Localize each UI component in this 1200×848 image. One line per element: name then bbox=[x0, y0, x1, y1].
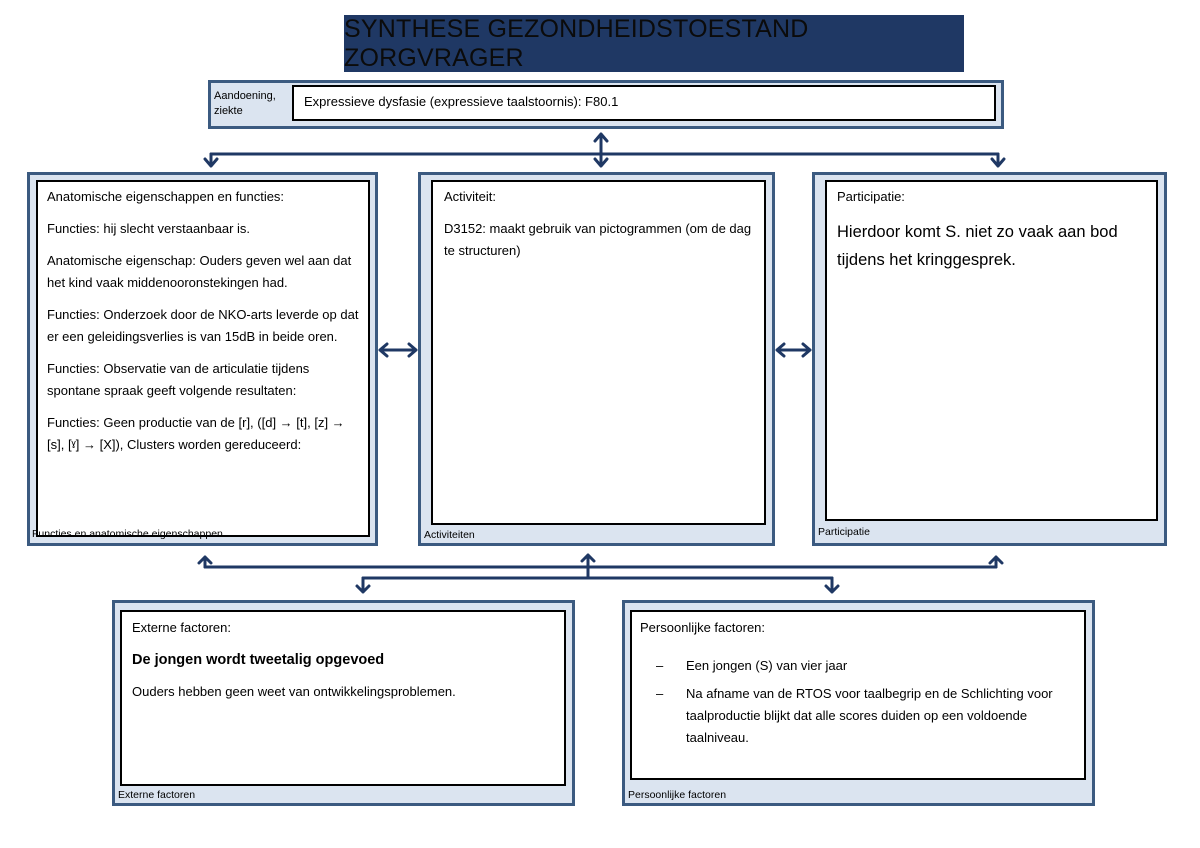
functions-paragraph: Functies: Geen productie van de [r], ([d… bbox=[47, 415, 345, 452]
arrow-up-left bbox=[197, 555, 213, 569]
functions-paragraph: Anatomische eigenschap: Ouders geven wel… bbox=[47, 253, 352, 290]
personal-factors-heading: Persoonlijke factoren: bbox=[640, 620, 766, 635]
functions-text: Anatomische eigenschappen en functies: F… bbox=[47, 186, 365, 456]
external-factors-content bbox=[120, 610, 566, 786]
arrow-up-right bbox=[988, 555, 1004, 569]
lower-connector-line bbox=[361, 565, 834, 580]
title-banner: SYNTHESE GEZONDHEIDSTOESTAND ZORGVRAGER bbox=[344, 15, 964, 72]
external-factors-bold: De jongen wordt tweetalig opgevoed bbox=[132, 652, 385, 668]
external-factors-text: Externe factoren: De jongen wordt tweeta… bbox=[132, 617, 557, 713]
functions-paragraph: Functies: Onderzoek door de NKO-arts lev… bbox=[47, 307, 359, 344]
arrow-down-left bbox=[203, 152, 219, 168]
personal-factors-text: Persoonlijke factoren: – Een jongen (S) … bbox=[640, 617, 1076, 755]
activities-heading: Activiteit: bbox=[444, 189, 497, 204]
functions-footer: Functies en anatomische eigenschappen bbox=[32, 528, 223, 540]
external-factors-heading: Externe factoren: bbox=[132, 620, 231, 635]
arrow-double-activities-participation bbox=[775, 342, 812, 358]
condition-value-box: Expressieve dysfasie (expressieve taalst… bbox=[292, 85, 996, 121]
activities-text: Activiteit: D3152: maakt gebruik van pic… bbox=[444, 186, 756, 272]
list-item: – Na afname van de RTOS voor taalbegrip … bbox=[640, 683, 1076, 749]
functions-content bbox=[36, 180, 370, 537]
arrow-up-center bbox=[580, 553, 596, 569]
participation-description: Hierdoor komt S. niet zo vaak aan bod ti… bbox=[837, 223, 1118, 269]
dash-bullet: – bbox=[656, 686, 664, 701]
arrow-double-functions-activities bbox=[378, 342, 418, 358]
arrow-down-personal bbox=[824, 576, 840, 594]
functions-paragraph: Functies: hij slecht verstaanbaar is. bbox=[47, 221, 251, 236]
personal-factors-footer: Persoonlijke factoren bbox=[628, 789, 727, 801]
personal-factors-list: – Een jongen (S) van vier jaar – Na afna… bbox=[640, 655, 1076, 749]
list-item-text: Een jongen (S) van vier jaar bbox=[686, 658, 848, 673]
dash-bullet: – bbox=[656, 658, 664, 673]
activities-content bbox=[431, 180, 766, 525]
external-factors-footer: Externe factoren bbox=[118, 789, 196, 801]
participation-heading: Participatie: bbox=[837, 189, 905, 204]
participation-content bbox=[825, 180, 1158, 521]
external-factors-description: Ouders hebben geen weet van ontwikkeling… bbox=[132, 684, 456, 699]
participation-footer: Participatie bbox=[818, 526, 870, 538]
page-title: SYNTHESE GEZONDHEIDSTOESTAND ZORGVRAGER bbox=[344, 14, 809, 72]
activities-description: D3152: maakt gebruik van pictogrammen (o… bbox=[444, 221, 752, 258]
list-item-text: Na afname van de RTOS voor taalbegrip en… bbox=[686, 686, 1053, 745]
personal-factors-content bbox=[630, 610, 1086, 780]
activities-footer: Activiteiten bbox=[424, 529, 475, 541]
arrow-down-external bbox=[355, 576, 371, 594]
functions-paragraph: Functies: Observatie van de articulatie … bbox=[47, 361, 310, 398]
participation-text: Participatie: Hierdoor komt S. niet zo v… bbox=[837, 186, 1151, 284]
arrow-double-center bbox=[593, 132, 609, 168]
arrow-down-right bbox=[990, 152, 1006, 168]
condition-label: Aandoening, ziekte bbox=[214, 90, 276, 117]
functions-heading: Anatomische eigenschappen en functies: bbox=[47, 189, 285, 204]
condition-value: Expressieve dysfasie (expressieve taalst… bbox=[304, 94, 619, 109]
list-item: – Een jongen (S) van vier jaar bbox=[640, 655, 1076, 677]
